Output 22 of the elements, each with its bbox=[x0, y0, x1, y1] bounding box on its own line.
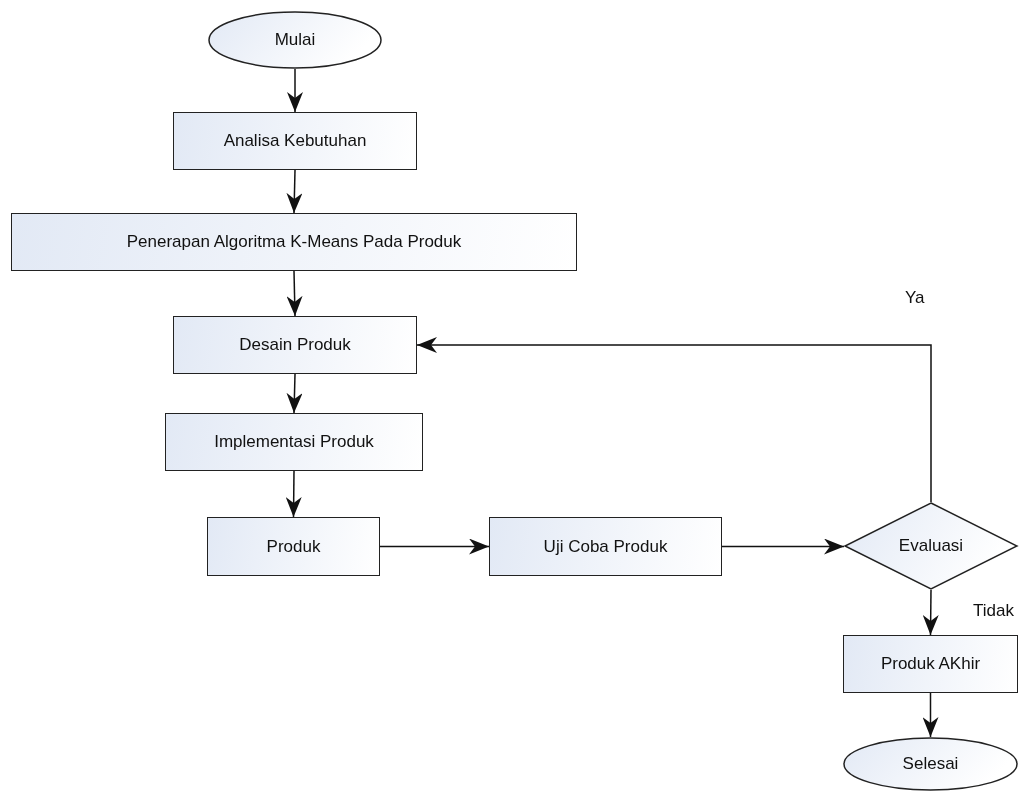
terminator-ellipse: Selesai bbox=[843, 737, 1018, 791]
arrow bbox=[922, 692, 939, 738]
process-box: Penerapan Algoritma K-Means Pada Produk bbox=[11, 213, 577, 271]
terminator-ellipse: Mulai bbox=[208, 11, 382, 69]
arrow bbox=[286, 270, 303, 317]
process-box: Implementasi Produk bbox=[165, 413, 423, 471]
edge-label: Ya bbox=[905, 288, 925, 308]
edge-label: Tidak bbox=[973, 601, 1014, 621]
process-box: Produk bbox=[207, 517, 380, 576]
arrow bbox=[379, 538, 490, 555]
arrow bbox=[286, 373, 303, 414]
arrow bbox=[922, 589, 939, 636]
process-box: Analisa Kebutuhan bbox=[173, 112, 417, 170]
arrow bbox=[286, 169, 303, 214]
process-box: Uji Coba Produk bbox=[489, 517, 722, 576]
decision-diamond: Evaluasi bbox=[844, 502, 1018, 590]
arrow bbox=[287, 68, 303, 113]
arrow bbox=[285, 470, 302, 518]
arrow bbox=[721, 538, 845, 555]
arrow bbox=[416, 337, 932, 503]
process-box: Desain Produk bbox=[173, 316, 417, 374]
process-box: Produk AKhir bbox=[843, 635, 1018, 693]
